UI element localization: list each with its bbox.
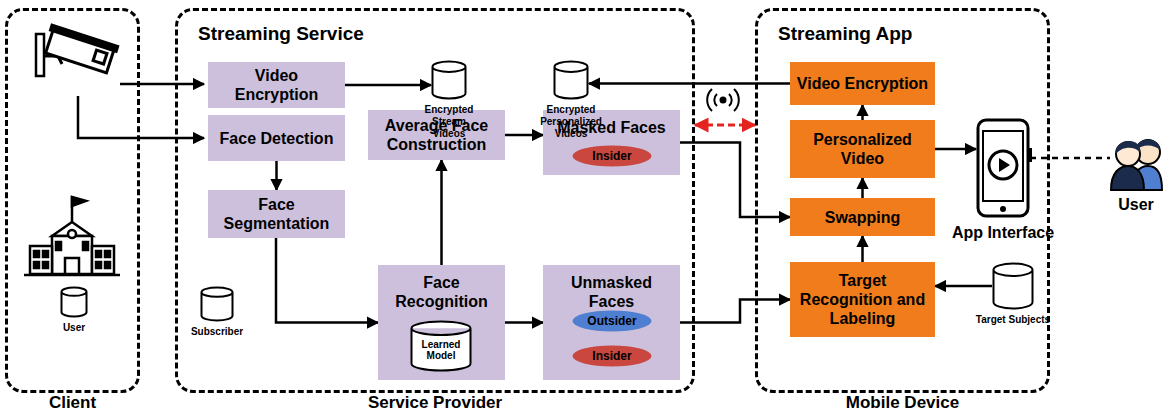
role-pill: Insider (572, 345, 652, 367)
connector-arrow (861, 178, 864, 198)
node-label: Client (8, 393, 137, 413)
node-label: Unmasked Faces (549, 273, 674, 311)
phone-icon-outline (976, 118, 1030, 218)
connector-arrow (276, 238, 378, 323)
connector-arrow (695, 124, 755, 127)
database-cylinder: Encrypted Stream Videos (431, 60, 467, 100)
node-label: User (1118, 196, 1154, 214)
connector-arrow (680, 143, 790, 218)
connector-arrow (1030, 157, 1110, 160)
node-label: Mobile Device (758, 393, 1047, 413)
node-label: Face Recognition (384, 273, 499, 311)
process-box: Face Segmentation (208, 190, 345, 238)
node-label: Insider (592, 149, 631, 163)
user-icon-outline (1110, 128, 1162, 190)
node-label: Encrypted Personalized Videos (536, 104, 606, 140)
process-box: Video Encryption (208, 62, 345, 108)
node-label: Encrypted Stream Videos (417, 104, 481, 140)
process-box: Swapping (790, 198, 935, 236)
node-label: Face Detection (220, 129, 334, 148)
connector-arrow (345, 84, 431, 87)
connector-arrow (589, 82, 790, 85)
process-box: OutsiderInsider Unmasked Faces (543, 265, 680, 380)
role-pill: Insider (572, 145, 652, 167)
connector-arrow (861, 236, 864, 262)
connector-arrow (275, 161, 278, 190)
role-pill: Outsider (572, 310, 652, 332)
phone-icon: App Interface (976, 118, 1030, 218)
node-label: Target Recognition and Labeling (796, 271, 929, 328)
process-box: Video Encryption (790, 62, 935, 105)
connector-arrow (935, 148, 976, 151)
node-label: App Interface (952, 224, 1054, 242)
database-cylinder: Subscriber (200, 286, 234, 322)
node-label: Subscriber (191, 326, 243, 338)
process-box: Learned Model Face Recognition (378, 265, 505, 380)
school-building (24, 196, 120, 275)
database-cylinder: User (60, 286, 88, 318)
process-box: Face Detection (208, 115, 345, 161)
node-label: User (63, 322, 85, 334)
region-panel: Video EncryptionPersonalized VideoSwappi… (755, 8, 1050, 393)
database-cylinder: Learned Model (410, 320, 472, 372)
connector-arrow (505, 134, 543, 137)
node-label: Personalized Video (796, 130, 929, 168)
connector-arrow (680, 300, 790, 323)
database-cylinder-outline (992, 262, 1034, 310)
node-label: Learned Model (410, 331, 472, 361)
database-cylinder: Target Subjects (992, 262, 1034, 310)
connector-arrow (935, 285, 992, 288)
node-label: Swapping (825, 208, 901, 227)
process-box: Personalized Video (790, 120, 935, 178)
region-panel: Video EncryptionFace DetectionFace Segme… (175, 8, 695, 393)
cctv-camera (36, 23, 204, 138)
node-label: Streaming App (778, 23, 912, 45)
node-label: Service Provider (178, 393, 692, 413)
user-icon: User (1110, 128, 1162, 190)
connector-arrow (440, 160, 443, 265)
process-box: Target Recognition and Labeling (790, 262, 935, 337)
database-cylinder-outline (60, 286, 88, 318)
node-label: Insider (592, 349, 631, 363)
database-cylinder: Encrypted Personalized Videos (553, 60, 589, 100)
database-cylinder-outline (431, 60, 467, 100)
node-label: Video Encryption (214, 66, 339, 104)
database-cylinder-outline (553, 60, 589, 100)
region-panel: UserClient (5, 8, 140, 393)
node-label: Streaming Service (198, 23, 364, 45)
database-cylinder-outline (200, 286, 234, 322)
connector-arrow (505, 321, 543, 324)
connector-arrow (861, 105, 864, 120)
node-label: Video Encryption (797, 74, 928, 93)
node-label: Outsider (587, 314, 636, 328)
wireless-symbol (707, 89, 739, 111)
node-label: Target Subjects (976, 314, 1050, 326)
node-label: Face Segmentation (214, 195, 339, 233)
